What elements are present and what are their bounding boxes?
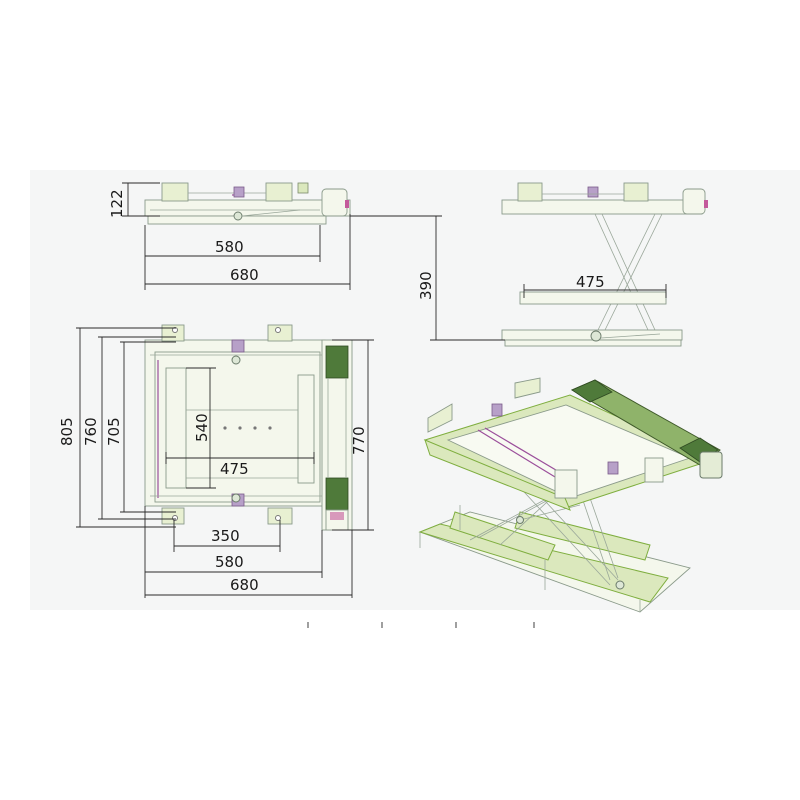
scale-ticks	[307, 622, 535, 628]
dim-top-depth-inner: 540	[193, 413, 211, 442]
front-view-dimensions: 390 475	[417, 216, 667, 341]
side-view-dimensions: 122 580 680	[108, 182, 442, 290]
dim-lift-height: 390	[417, 271, 435, 300]
dim-side-width-inner: 580	[215, 238, 244, 256]
dim-top-width-350: 350	[211, 527, 240, 545]
dim-top-width-inner: 475	[220, 460, 249, 478]
dim-top-width-580: 580	[215, 553, 244, 571]
dim-top-height-outer: 805	[58, 417, 76, 446]
dim-side-width-outer: 680	[230, 266, 259, 284]
isometric-view	[418, 377, 723, 613]
dim-top-width-680: 680	[230, 576, 259, 594]
top-view-dimensions: 805 760 705 540 475 770 350 580	[58, 327, 374, 598]
dim-top-height-inner: 705	[105, 417, 123, 446]
side-view-collapsed	[144, 182, 351, 225]
dim-front-width: 475	[576, 273, 605, 291]
top-view	[144, 324, 353, 531]
front-view-raised	[501, 182, 708, 347]
dim-side-height: 122	[108, 189, 126, 218]
dim-top-depth-right: 770	[350, 426, 368, 455]
dim-top-height-mid: 760	[82, 417, 100, 446]
